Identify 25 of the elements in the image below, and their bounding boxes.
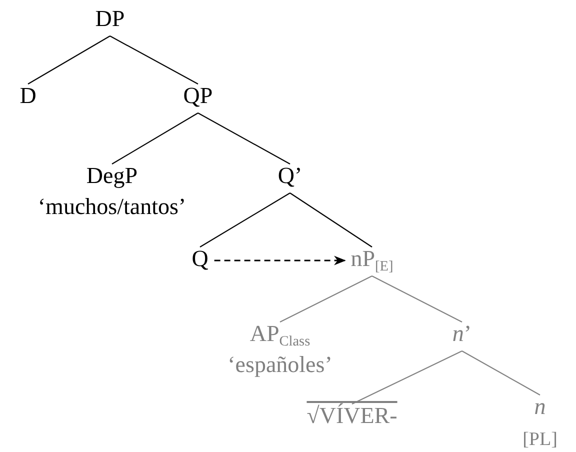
node-label: n bbox=[534, 393, 546, 421]
tree-branch bbox=[110, 36, 198, 84]
tree-branch bbox=[352, 350, 462, 404]
tree-branch bbox=[200, 192, 290, 248]
node-label: AP$_{Class}$ bbox=[250, 320, 310, 349]
dashed-arrow bbox=[214, 256, 346, 266]
node-label: n’ bbox=[452, 320, 472, 348]
tree-branch bbox=[28, 36, 110, 84]
tree-branch bbox=[462, 350, 540, 396]
node-label: DP bbox=[95, 5, 125, 33]
node-label: DegP bbox=[86, 162, 138, 190]
node-label: Q’ bbox=[278, 162, 302, 190]
node-label: D bbox=[20, 82, 36, 110]
tree-branch bbox=[198, 112, 290, 164]
node-label: QP bbox=[183, 82, 213, 110]
node-label: Q bbox=[192, 245, 208, 273]
tree-branch bbox=[290, 192, 372, 248]
gloss-text: ‘españoles’ bbox=[228, 351, 332, 379]
node-label: √VÍVER- bbox=[306, 402, 398, 430]
tree-branch bbox=[112, 112, 198, 164]
gloss-text: [PL] bbox=[522, 428, 558, 452]
gloss-text: ‘muchos/tantos’ bbox=[38, 193, 186, 221]
node-label: nP$_{[E]}$ bbox=[350, 245, 394, 274]
tree-branch bbox=[372, 276, 462, 322]
tree-branch bbox=[280, 276, 372, 322]
